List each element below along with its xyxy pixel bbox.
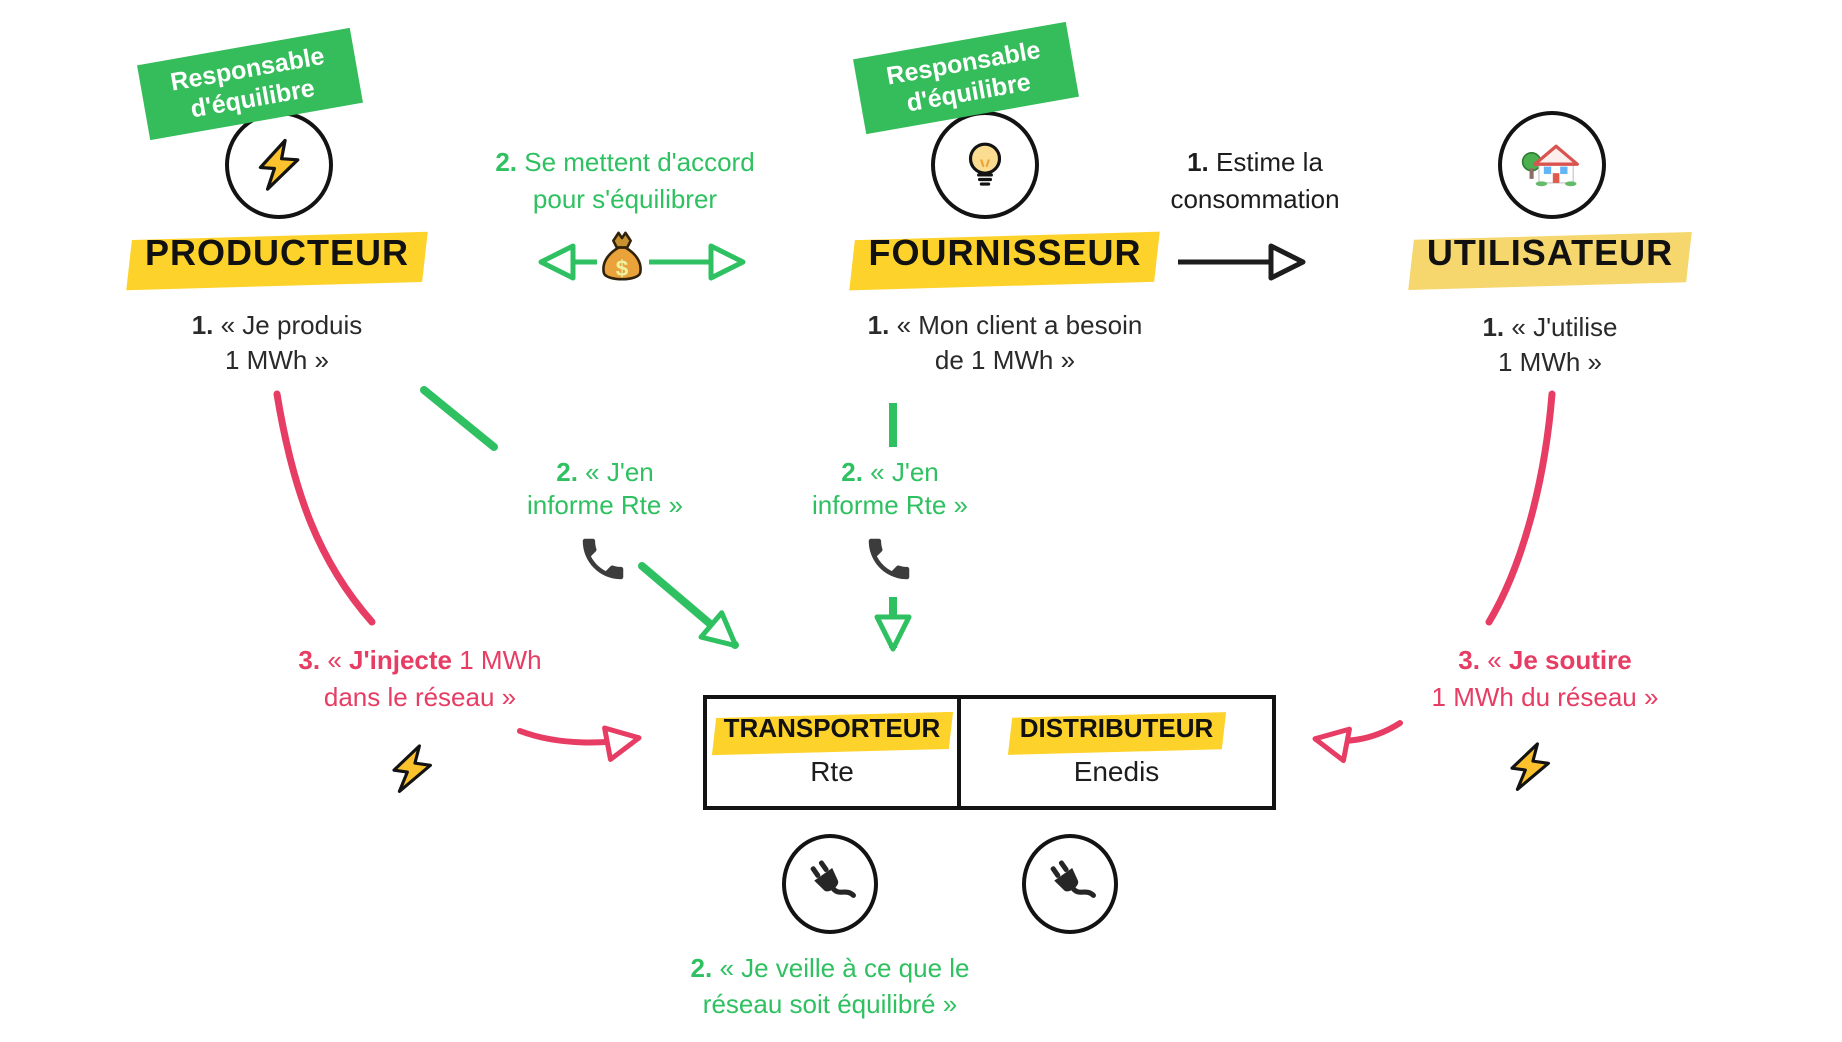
note-line: 2. Se mettent d'accord [495,147,755,177]
supplier-title: FOURNISSEUR [805,232,1205,274]
statement-line: de 1 MWh » [934,345,1076,375]
statement-line: 1. « Mon client a besoin [867,310,1143,340]
statement-line: 1 MWh » [1497,347,1603,377]
producer-title: PRODUCTEUR [77,232,477,274]
power-plug-icon [1050,860,1096,898]
note-line: dans le réseau » [323,682,517,712]
user-title-text: UTILISATEUR [1426,232,1674,273]
note-line: informe Rte » [526,490,684,520]
user-title: UTILISATEUR [1350,232,1750,274]
statement-line: 1. « J'utilise [1482,312,1618,342]
transporter-label: TRANSPORTEUR [723,713,941,743]
withdraw-arrow [1312,720,1403,764]
light-bulb-icon [968,142,1002,186]
user-circle [1498,111,1606,219]
supplier-statement: 1. « Mon client a besoin de 1 MWh » [785,308,1225,378]
supplier-circle [931,111,1039,219]
phone-handset-icon [576,532,630,591]
distributor-company: Enedis [1073,756,1160,787]
phone-handset-icon [862,532,916,591]
producer-circle [225,111,333,219]
house-garden-icon [1521,144,1579,187]
money-bag-icon: $ [596,226,648,290]
producer-title-text: PRODUCTEUR [144,232,409,273]
withdraw-note: 3. « Je soutire 1 MWh du réseau » [1350,642,1740,716]
note-line: réseau soit équilibré » [702,989,958,1019]
supplier-title-text: FOURNISSEUR [868,232,1142,273]
statement-line: 1 MWh » [224,345,330,375]
distributor-plug-circle [1022,834,1118,934]
producer-inform-segment [420,386,498,451]
lightning-bolt-icon [258,138,300,191]
note-line: informe Rte » [811,490,969,520]
producer-inform-note: 2. « J'en informe Rte » [455,456,755,522]
network-box: TRANSPORTEUR Rte DISTRIBUTEUR Enedis [703,695,1276,810]
supplier-inform-note: 2. « J'en informe Rte » [740,456,1040,522]
inject-note: 3. « J'injecte 1 MWh dans le réseau » [225,642,615,716]
distributor-label: DISTRIBUTEUR [1019,713,1214,743]
withdraw-curve [1485,390,1556,626]
note-line: 3. « Je soutire [1458,645,1632,675]
note-line: 2. « J'en [841,457,939,487]
lightning-bolt-icon [386,738,438,805]
transporter-cell: TRANSPORTEUR Rte [707,699,961,806]
lightning-bolt-icon [1504,736,1556,803]
note-line: consommation [1170,184,1340,214]
transporter-plug-circle [782,834,878,934]
inject-arrow [517,725,642,762]
statement-line: 1. « Je produis [191,310,363,340]
inject-curve [273,390,376,626]
note-line: 1 MWh du réseau » [1431,682,1659,712]
power-plug-icon [810,860,856,898]
agreement-note: 2. Se mettent d'accord pour s'équilibrer [455,144,795,218]
note-line: 2. « Je veille à ce que le [690,953,970,983]
producer-statement: 1. « Je produis 1 MWh » [77,308,477,378]
user-statement: 1. « J'utilise 1 MWh » [1350,310,1750,380]
transporter-company: Rte [810,756,854,787]
svg-text:$: $ [616,256,629,281]
note-line: 1. Estime la [1187,147,1323,177]
note-line: 2. « J'en [556,457,654,487]
distributor-cell: DISTRIBUTEUR Enedis [961,699,1272,806]
note-line: pour s'équilibrer [532,184,718,214]
producer-inform-arrow [638,562,739,649]
estimate-note: 1. Estime la consommation [1105,144,1405,218]
balance-note: 2. « Je veille à ce que le réseau soit é… [630,950,1030,1022]
note-line: 3. « J'injecte 1 MWh [298,645,542,675]
